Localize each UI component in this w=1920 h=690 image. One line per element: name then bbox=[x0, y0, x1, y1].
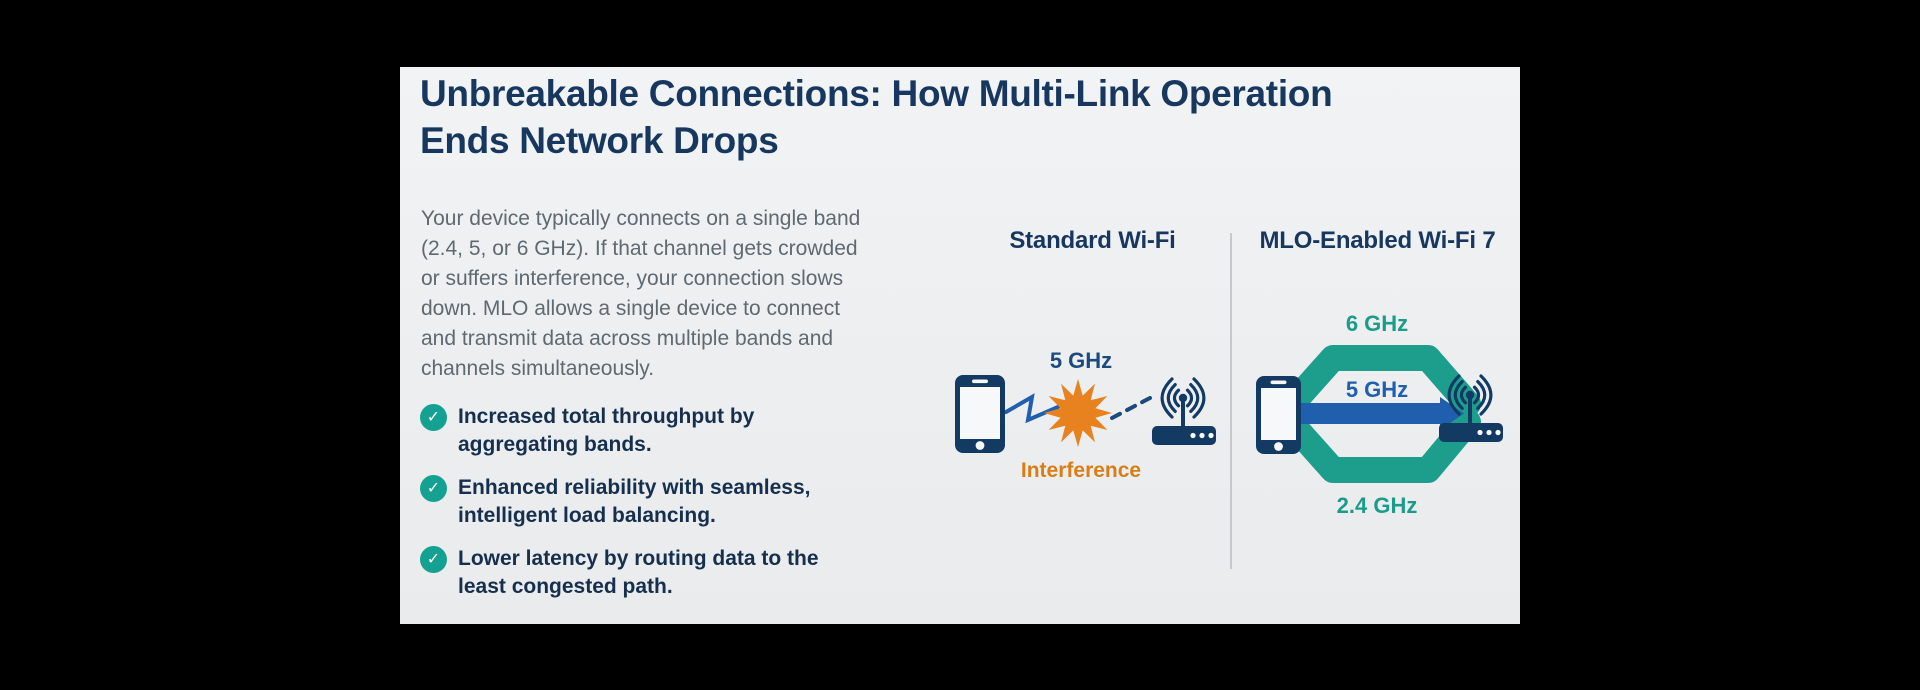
infographic-card: Unbreakable Connections: How Multi-Link … bbox=[400, 67, 1520, 624]
page-title: Unbreakable Connections: How Multi-Link … bbox=[420, 73, 1333, 161]
interference-label: Interference bbox=[1021, 459, 1141, 482]
benefit-text: Increased total throughput by aggregatin… bbox=[458, 405, 755, 456]
band-path-24ghz bbox=[1279, 409, 1481, 483]
list-item: ✓ Enhanced reliability with seamless, in… bbox=[420, 474, 940, 530]
benefits-list: ✓ Increased total throughput by aggregat… bbox=[420, 403, 940, 616]
check-circle-icon: ✓ bbox=[420, 546, 447, 573]
interference-burst-icon bbox=[1044, 379, 1112, 447]
band-5ghz-arrowhead bbox=[1440, 397, 1464, 430]
mlo-wifi-title: MLO-Enabled Wi-Fi 7 bbox=[1259, 227, 1496, 254]
band-path-6ghz bbox=[1279, 345, 1481, 417]
check-glyph: ✓ bbox=[426, 408, 441, 426]
intro-paragraph: Your device typically connects on a sing… bbox=[421, 207, 861, 380]
standard-band-label: 5 GHz bbox=[1050, 348, 1112, 373]
wifi-router-icon bbox=[1439, 374, 1503, 442]
mlo-band-24ghz-label: 2.4 GHz bbox=[1337, 493, 1418, 518]
panel-divider bbox=[1230, 233, 1232, 569]
check-circle-icon: ✓ bbox=[420, 404, 447, 431]
smartphone-icon bbox=[955, 375, 1005, 453]
mlo-wifi-diagram: 6 GHz 5 GHz bbox=[1256, 311, 1503, 518]
list-item: ✓ Lower latency by routing data to the l… bbox=[420, 545, 940, 601]
mlo-band-5ghz-label: 5 GHz bbox=[1346, 377, 1408, 402]
check-glyph: ✓ bbox=[426, 479, 441, 497]
zigzag-connection-line bbox=[1004, 393, 1060, 424]
band-path-5ghz bbox=[1290, 403, 1440, 424]
benefit-text: Lower latency by routing data to the lea… bbox=[458, 547, 819, 598]
mlo-band-6ghz-label: 6 GHz bbox=[1346, 311, 1408, 336]
standard-wifi-diagram: 5 GHz Interference bbox=[955, 348, 1216, 482]
dashed-broken-link bbox=[1110, 396, 1152, 420]
smartphone-icon bbox=[1256, 376, 1301, 454]
check-circle-icon: ✓ bbox=[420, 475, 447, 502]
standard-wifi-title: Standard Wi-Fi bbox=[1009, 227, 1176, 254]
list-item: ✓ Increased total throughput by aggregat… bbox=[420, 403, 940, 459]
wifi-router-icon bbox=[1152, 377, 1216, 445]
check-glyph: ✓ bbox=[426, 550, 441, 568]
benefit-text: Enhanced reliability with seamless, inte… bbox=[458, 476, 811, 527]
